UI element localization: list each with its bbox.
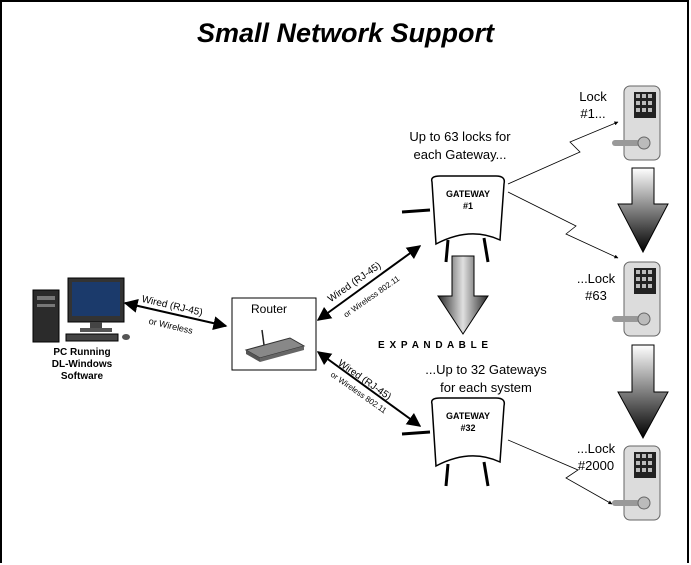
pc-computer-icon: [32, 277, 130, 343]
lock-label-line: ...Lock: [576, 441, 616, 456]
diagram-title: Small Network Support: [196, 18, 495, 48]
lock-2000-label: ...Lock #2000: [566, 440, 626, 474]
gateway-1-device: [401, 175, 506, 263]
gateway-label-line: #1: [462, 201, 473, 211]
lock-label-line: #63: [585, 288, 607, 303]
expand-arrow-gateways: [437, 255, 489, 335]
lock-1-icon: [612, 85, 661, 161]
note-line: each Gateway...: [413, 147, 507, 162]
gateway-32-device: [401, 397, 506, 487]
locks-per-gateway-note: Up to 63 locks for each Gateway...: [400, 128, 520, 164]
lock-arrow-2: [617, 344, 669, 440]
lock-63-label: ...Lock #63: [568, 270, 624, 304]
pc-label-line: DL-Windows: [51, 359, 113, 370]
pc-label-line: PC Running: [53, 347, 111, 358]
router-label: Router: [251, 302, 288, 316]
lock-1-label: Lock #1...: [570, 88, 616, 122]
gateway-32-label: GATEWAY #32: [436, 410, 500, 434]
lock-2000-icon: [612, 445, 661, 521]
lock-label-line: #1...: [580, 106, 606, 121]
pc-label-line: Software: [60, 371, 104, 382]
expandable-label: E X P A N D A B L E: [378, 340, 490, 351]
gateway-label-line: GATEWAY: [445, 411, 490, 421]
gateway-label-line: GATEWAY: [445, 189, 490, 199]
gateway-label-line: #32: [460, 423, 476, 433]
router-box: [231, 297, 317, 371]
lock-63-icon: [612, 261, 661, 337]
lock-label-line: ...Lock: [576, 271, 616, 286]
lock-label-line: Lock: [579, 89, 607, 104]
lock-label-line: #2000: [577, 458, 615, 473]
note-line: Up to 63 locks for: [409, 129, 511, 144]
lock-arrow-1: [617, 167, 669, 254]
gateways-per-system-note: ...Up to 32 Gateways for each system: [412, 361, 560, 397]
note-line: for each system: [440, 380, 532, 395]
pc-label: PC Running DL-Windows Software: [30, 347, 134, 383]
note-line: ...Up to 32 Gateways: [425, 362, 547, 377]
gateway-1-label: GATEWAY #1: [436, 188, 500, 212]
